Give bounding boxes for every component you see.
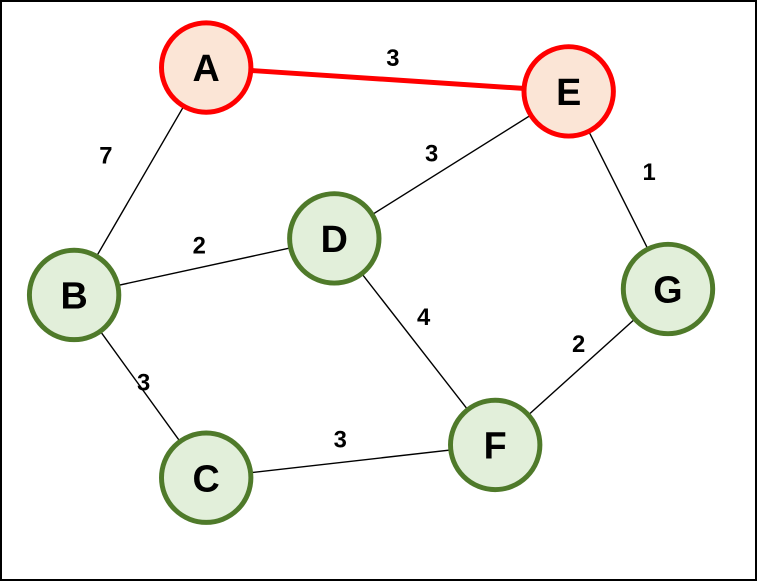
node-A: A bbox=[159, 20, 254, 115]
node-label-C: C bbox=[193, 457, 220, 499]
node-circle-E bbox=[521, 44, 616, 139]
node-label-F: F bbox=[484, 425, 507, 467]
edge-weight-A-B: 7 bbox=[99, 142, 112, 169]
edge-weight-E-G: 1 bbox=[642, 159, 655, 186]
edge-C-F bbox=[205, 444, 496, 479]
edge-A-E bbox=[203, 65, 572, 94]
node-circle-G bbox=[620, 241, 716, 337]
edge-weight-D-F: 4 bbox=[417, 304, 431, 331]
node-C: C bbox=[159, 430, 254, 525]
edge-weight-C-F: 3 bbox=[334, 426, 347, 453]
node-label-G: G bbox=[653, 269, 682, 311]
edge-weight-F-G: 2 bbox=[572, 331, 585, 358]
node-G: G bbox=[620, 241, 716, 337]
node-label-E: E bbox=[556, 71, 581, 113]
node-F: F bbox=[448, 397, 543, 493]
edge-weight-D-E: 3 bbox=[425, 140, 438, 167]
node-circle-B bbox=[26, 247, 122, 343]
node-E: E bbox=[521, 44, 616, 139]
edge-weight-A-E: 3 bbox=[386, 45, 399, 72]
node-circle-A bbox=[159, 20, 254, 115]
node-B: B bbox=[26, 247, 122, 343]
node-label-D: D bbox=[321, 218, 348, 260]
edge-weight-B-D: 2 bbox=[193, 233, 206, 260]
node-D: D bbox=[287, 191, 382, 286]
node-circle-C bbox=[159, 430, 254, 525]
edge-weight-B-C: 3 bbox=[137, 370, 150, 397]
node-circle-F bbox=[448, 397, 543, 493]
node-label-A: A bbox=[193, 47, 220, 89]
node-label-B: B bbox=[60, 275, 87, 317]
node-circle-D bbox=[287, 191, 382, 286]
